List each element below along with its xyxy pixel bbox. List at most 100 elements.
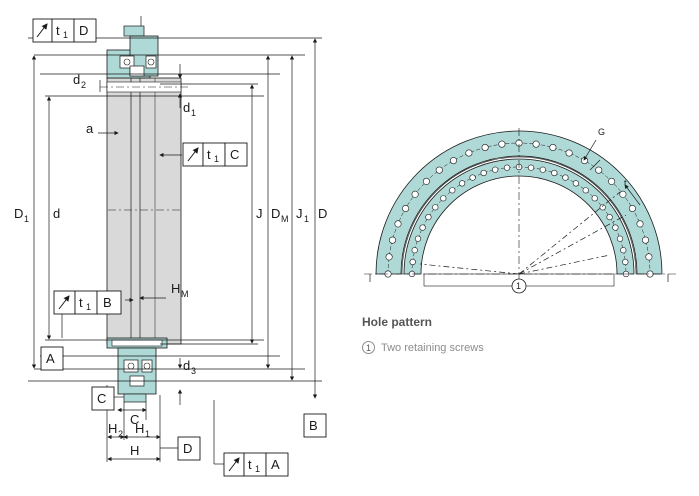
- outer-hole: [645, 253, 653, 261]
- svg-text:C: C: [97, 391, 106, 406]
- outer-hole: [388, 236, 396, 244]
- outer-hole: [394, 220, 402, 228]
- outer-hole: [435, 166, 443, 174]
- outer-hole: [636, 220, 644, 228]
- hole-pattern-view: G t 1: [364, 127, 676, 294]
- datum-b: B: [303, 413, 327, 438]
- dimension-labels: d 2 d 1 a D 1 d J D M J 1 D H M d 3 C H …: [14, 72, 327, 458]
- datum-c: C: [91, 386, 115, 411]
- inner-hole: [527, 164, 535, 171]
- note-number-icon: 1: [362, 341, 375, 354]
- fcf-top-tol: t: [56, 23, 60, 38]
- inner-hole: [612, 224, 619, 231]
- outer-hole: [549, 144, 557, 152]
- svg-text:3: 3: [191, 366, 196, 376]
- inner-hole: [492, 166, 499, 173]
- outer-hole: [595, 166, 603, 174]
- fcf-mid-datum: C: [230, 147, 239, 162]
- outer-hole: [411, 190, 419, 198]
- label-J1: J: [296, 206, 303, 221]
- inner-hole: [551, 169, 558, 177]
- svg-text:2: 2: [118, 429, 123, 439]
- inner-hole: [582, 187, 589, 194]
- fcf-bottom: t 1 A: [223, 452, 289, 477]
- label-DM: D: [271, 206, 280, 221]
- inner-hole: [409, 258, 416, 266]
- top-bearing-section: [106, 25, 159, 79]
- inner-hole: [425, 214, 432, 221]
- fcf-top: t 1 D: [32, 18, 97, 43]
- outer-hole: [481, 144, 489, 152]
- label-d3: d: [183, 358, 190, 373]
- outer-hole: [402, 205, 410, 213]
- label-t: t: [624, 178, 627, 188]
- outer-ring: [375, 130, 663, 275]
- fcf-left-datum: B: [103, 295, 112, 310]
- label-a: a: [86, 121, 94, 136]
- outer-hole: [565, 149, 573, 157]
- svg-text:1: 1: [191, 108, 196, 118]
- label-d: d: [53, 206, 60, 221]
- inner-hole: [562, 174, 569, 181]
- inner-holes: [408, 163, 630, 278]
- svg-text:1: 1: [516, 281, 521, 291]
- svg-text:M: M: [281, 214, 289, 224]
- inner-hole: [480, 169, 487, 177]
- label-d1: d: [183, 100, 190, 115]
- svg-text:D: D: [183, 441, 192, 456]
- label-H2: H: [108, 421, 117, 436]
- inner-hole: [599, 204, 606, 211]
- retaining-screws-note: 1 Two retaining screws: [362, 341, 484, 354]
- inner-ring: [403, 158, 635, 275]
- inner-hole: [440, 195, 447, 202]
- bottom-bearing-section: [106, 337, 168, 403]
- svg-text:2: 2: [81, 80, 86, 90]
- inner-hole: [469, 174, 476, 181]
- svg-text:t: t: [207, 147, 211, 162]
- svg-text:t: t: [248, 457, 252, 472]
- fcf-left: t 1 B: [53, 290, 122, 315]
- hole-pattern-title: Hole pattern: [362, 315, 433, 329]
- outer-hole: [580, 157, 588, 165]
- fcf-bottom-datum: A: [271, 457, 280, 472]
- label-H1: H: [135, 421, 144, 436]
- fcf-mid: t 1 C: [182, 142, 248, 167]
- note-text: Two retaining screws: [381, 341, 484, 354]
- inner-hole: [419, 224, 426, 231]
- svg-text:t: t: [79, 295, 83, 310]
- callout-1: 1: [511, 278, 527, 294]
- outer-hole: [641, 236, 649, 244]
- outer-hole: [608, 177, 616, 185]
- inner-hole: [539, 166, 546, 173]
- datum-a: A: [40, 346, 64, 371]
- svg-text:1: 1: [214, 154, 219, 164]
- inner-hole: [503, 164, 511, 171]
- svg-text:1: 1: [63, 30, 68, 40]
- inner-hole: [591, 195, 598, 202]
- outer-holes: [384, 139, 654, 278]
- svg-text:1: 1: [86, 302, 91, 312]
- outer-hole: [465, 149, 473, 157]
- svg-text:B: B: [309, 418, 318, 433]
- label-d2: d: [73, 72, 80, 87]
- label-D1: D: [14, 206, 23, 221]
- label-HM: H: [171, 281, 180, 296]
- inner-hole: [414, 235, 422, 242]
- label-C: C: [130, 412, 139, 427]
- outer-hole: [532, 140, 540, 148]
- svg-text:1: 1: [304, 214, 309, 224]
- inner-hole: [449, 187, 456, 194]
- label-J: J: [256, 206, 263, 221]
- svg-text:1: 1: [145, 429, 150, 439]
- inner-hole: [622, 258, 629, 266]
- fcf-top-datum: D: [79, 23, 88, 38]
- datum-d: D: [177, 436, 201, 461]
- inner-hole: [432, 204, 439, 211]
- inner-hole: [620, 247, 627, 254]
- svg-text:1: 1: [255, 464, 260, 474]
- outer-hole: [449, 157, 457, 165]
- inner-hole: [606, 214, 613, 221]
- inner-hole: [459, 180, 466, 187]
- svg-text:M: M: [181, 289, 189, 299]
